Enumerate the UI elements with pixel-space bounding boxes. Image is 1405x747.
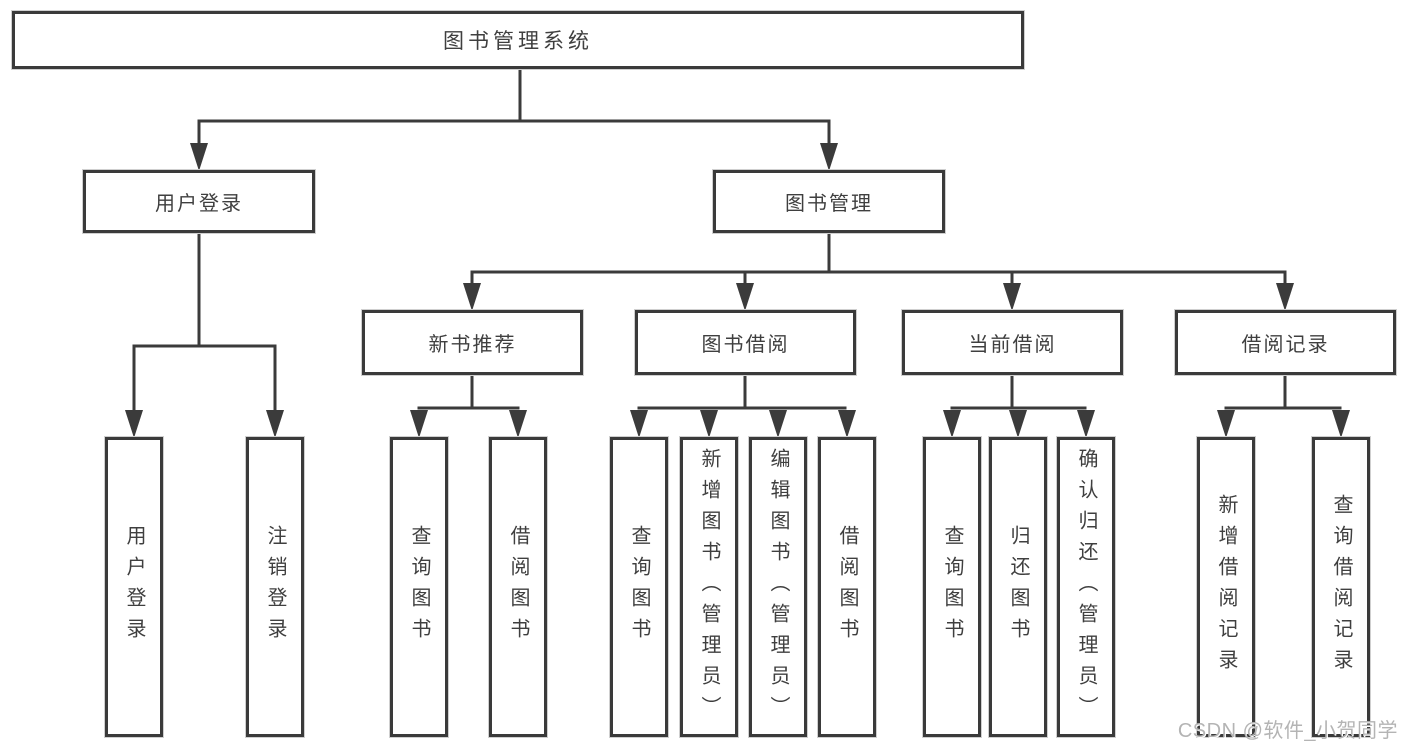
leaf-return-books: 归还图书 bbox=[989, 437, 1047, 737]
leaf-logout: 注销登录 bbox=[246, 437, 304, 737]
node-current-borrowing: 当前借阅 bbox=[902, 310, 1123, 375]
connector-root-to-level2 bbox=[197, 69, 831, 146]
leaf-edit-books-admin: 编辑图书（管理员） bbox=[749, 437, 807, 737]
leaf-user-login: 用户登录 bbox=[105, 437, 163, 737]
csdn-watermark: CSDN @软件_小贺同学 bbox=[1177, 720, 1398, 742]
node-library-management-system: 图书管理系统 bbox=[12, 11, 1024, 69]
leaf-query-borrow-record: 查询借阅记录 bbox=[1312, 437, 1370, 737]
leaf-query-books-recommend: 查询图书 bbox=[390, 437, 448, 737]
leaf-query-books-borrowing: 查询图书 bbox=[610, 437, 668, 737]
node-book-borrowing: 图书借阅 bbox=[635, 310, 856, 375]
connector-user-login-branch bbox=[132, 233, 277, 412]
leaf-borrow-books-recommend: 借阅图书 bbox=[489, 437, 547, 737]
leaf-add-books-admin: 新增图书（管理员） bbox=[680, 437, 738, 737]
arrowheads bbox=[125, 143, 1350, 438]
leaf-query-books-current: 查询图书 bbox=[923, 437, 981, 737]
connector-current-borrowing-branch bbox=[950, 375, 1087, 410]
connector-book-management-branch bbox=[470, 233, 1287, 285]
leaf-confirm-return-admin: 确认归还（管理员） bbox=[1057, 437, 1115, 737]
connector-new-book-branch bbox=[417, 375, 520, 410]
leaf-add-borrow-record: 新增借阅记录 bbox=[1197, 437, 1255, 737]
connector-book-borrowing-branch bbox=[637, 375, 847, 410]
node-book-management: 图书管理 bbox=[713, 170, 945, 233]
node-new-book-recommendation: 新书推荐 bbox=[362, 310, 583, 375]
connector-borrowing-records-branch bbox=[1224, 375, 1342, 410]
node-borrowing-records: 借阅记录 bbox=[1175, 310, 1396, 375]
node-user-login: 用户登录 bbox=[83, 170, 315, 233]
leaf-borrow-books-borrowing: 借阅图书 bbox=[818, 437, 876, 737]
